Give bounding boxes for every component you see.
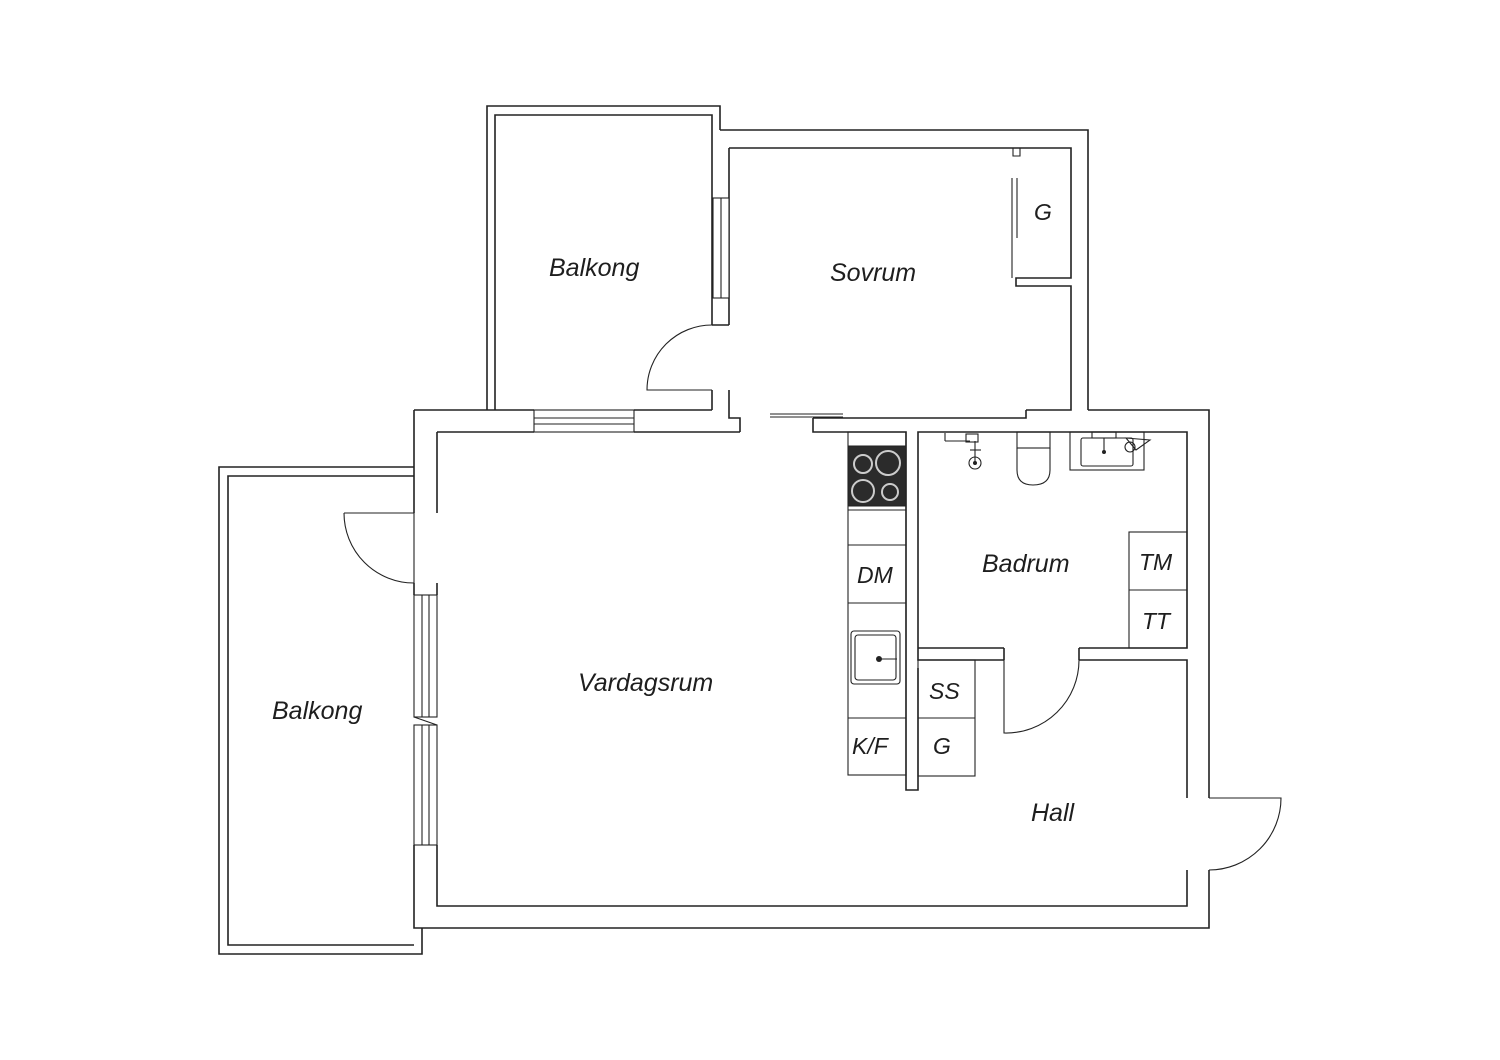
door-swing-icon — [343, 512, 415, 584]
stove-icon — [847, 445, 907, 507]
bedroom-walls — [712, 129, 1089, 432]
bedroom-wardrobe: G — [1011, 178, 1052, 278]
tumble-dryer-label: TT — [1142, 608, 1172, 634]
fridge-freezer-label: K/F — [852, 733, 890, 759]
room-label-balkong-top: Balkong — [549, 254, 639, 282]
apartment-walls — [413, 409, 1210, 929]
wardrobe-hall-label: G — [933, 733, 951, 759]
balcony-top — [486, 105, 721, 410]
balcony-left — [218, 466, 423, 955]
washbasin-icon — [1069, 431, 1152, 471]
door-swing-icon — [646, 324, 713, 391]
hall-cabinets: SS G — [917, 659, 976, 777]
sink-icon — [850, 630, 901, 685]
door-swing-icon — [1003, 659, 1080, 734]
room-label-vardagsrum: Vardagsrum — [578, 669, 713, 697]
wardrobe-bedroom-label: G — [1034, 199, 1052, 225]
kitchen-counter: DM K/F — [847, 431, 907, 776]
toilet-icon — [1016, 431, 1051, 486]
dishwasher-label: DM — [857, 562, 894, 588]
room-label-hall: Hall — [1031, 799, 1076, 827]
room-label-sovrum: Sovrum — [830, 259, 916, 287]
washing-machine-label: TM — [1139, 549, 1173, 575]
bathroom-fixtures: TM TT — [944, 431, 1188, 649]
room-label-badrum: Badrum — [982, 550, 1070, 578]
shower-icon — [944, 433, 982, 470]
room-label-balkong-left: Balkong — [272, 697, 362, 725]
door-swing-icon — [1208, 797, 1282, 871]
linen-cabinet-label: SS — [929, 678, 960, 704]
